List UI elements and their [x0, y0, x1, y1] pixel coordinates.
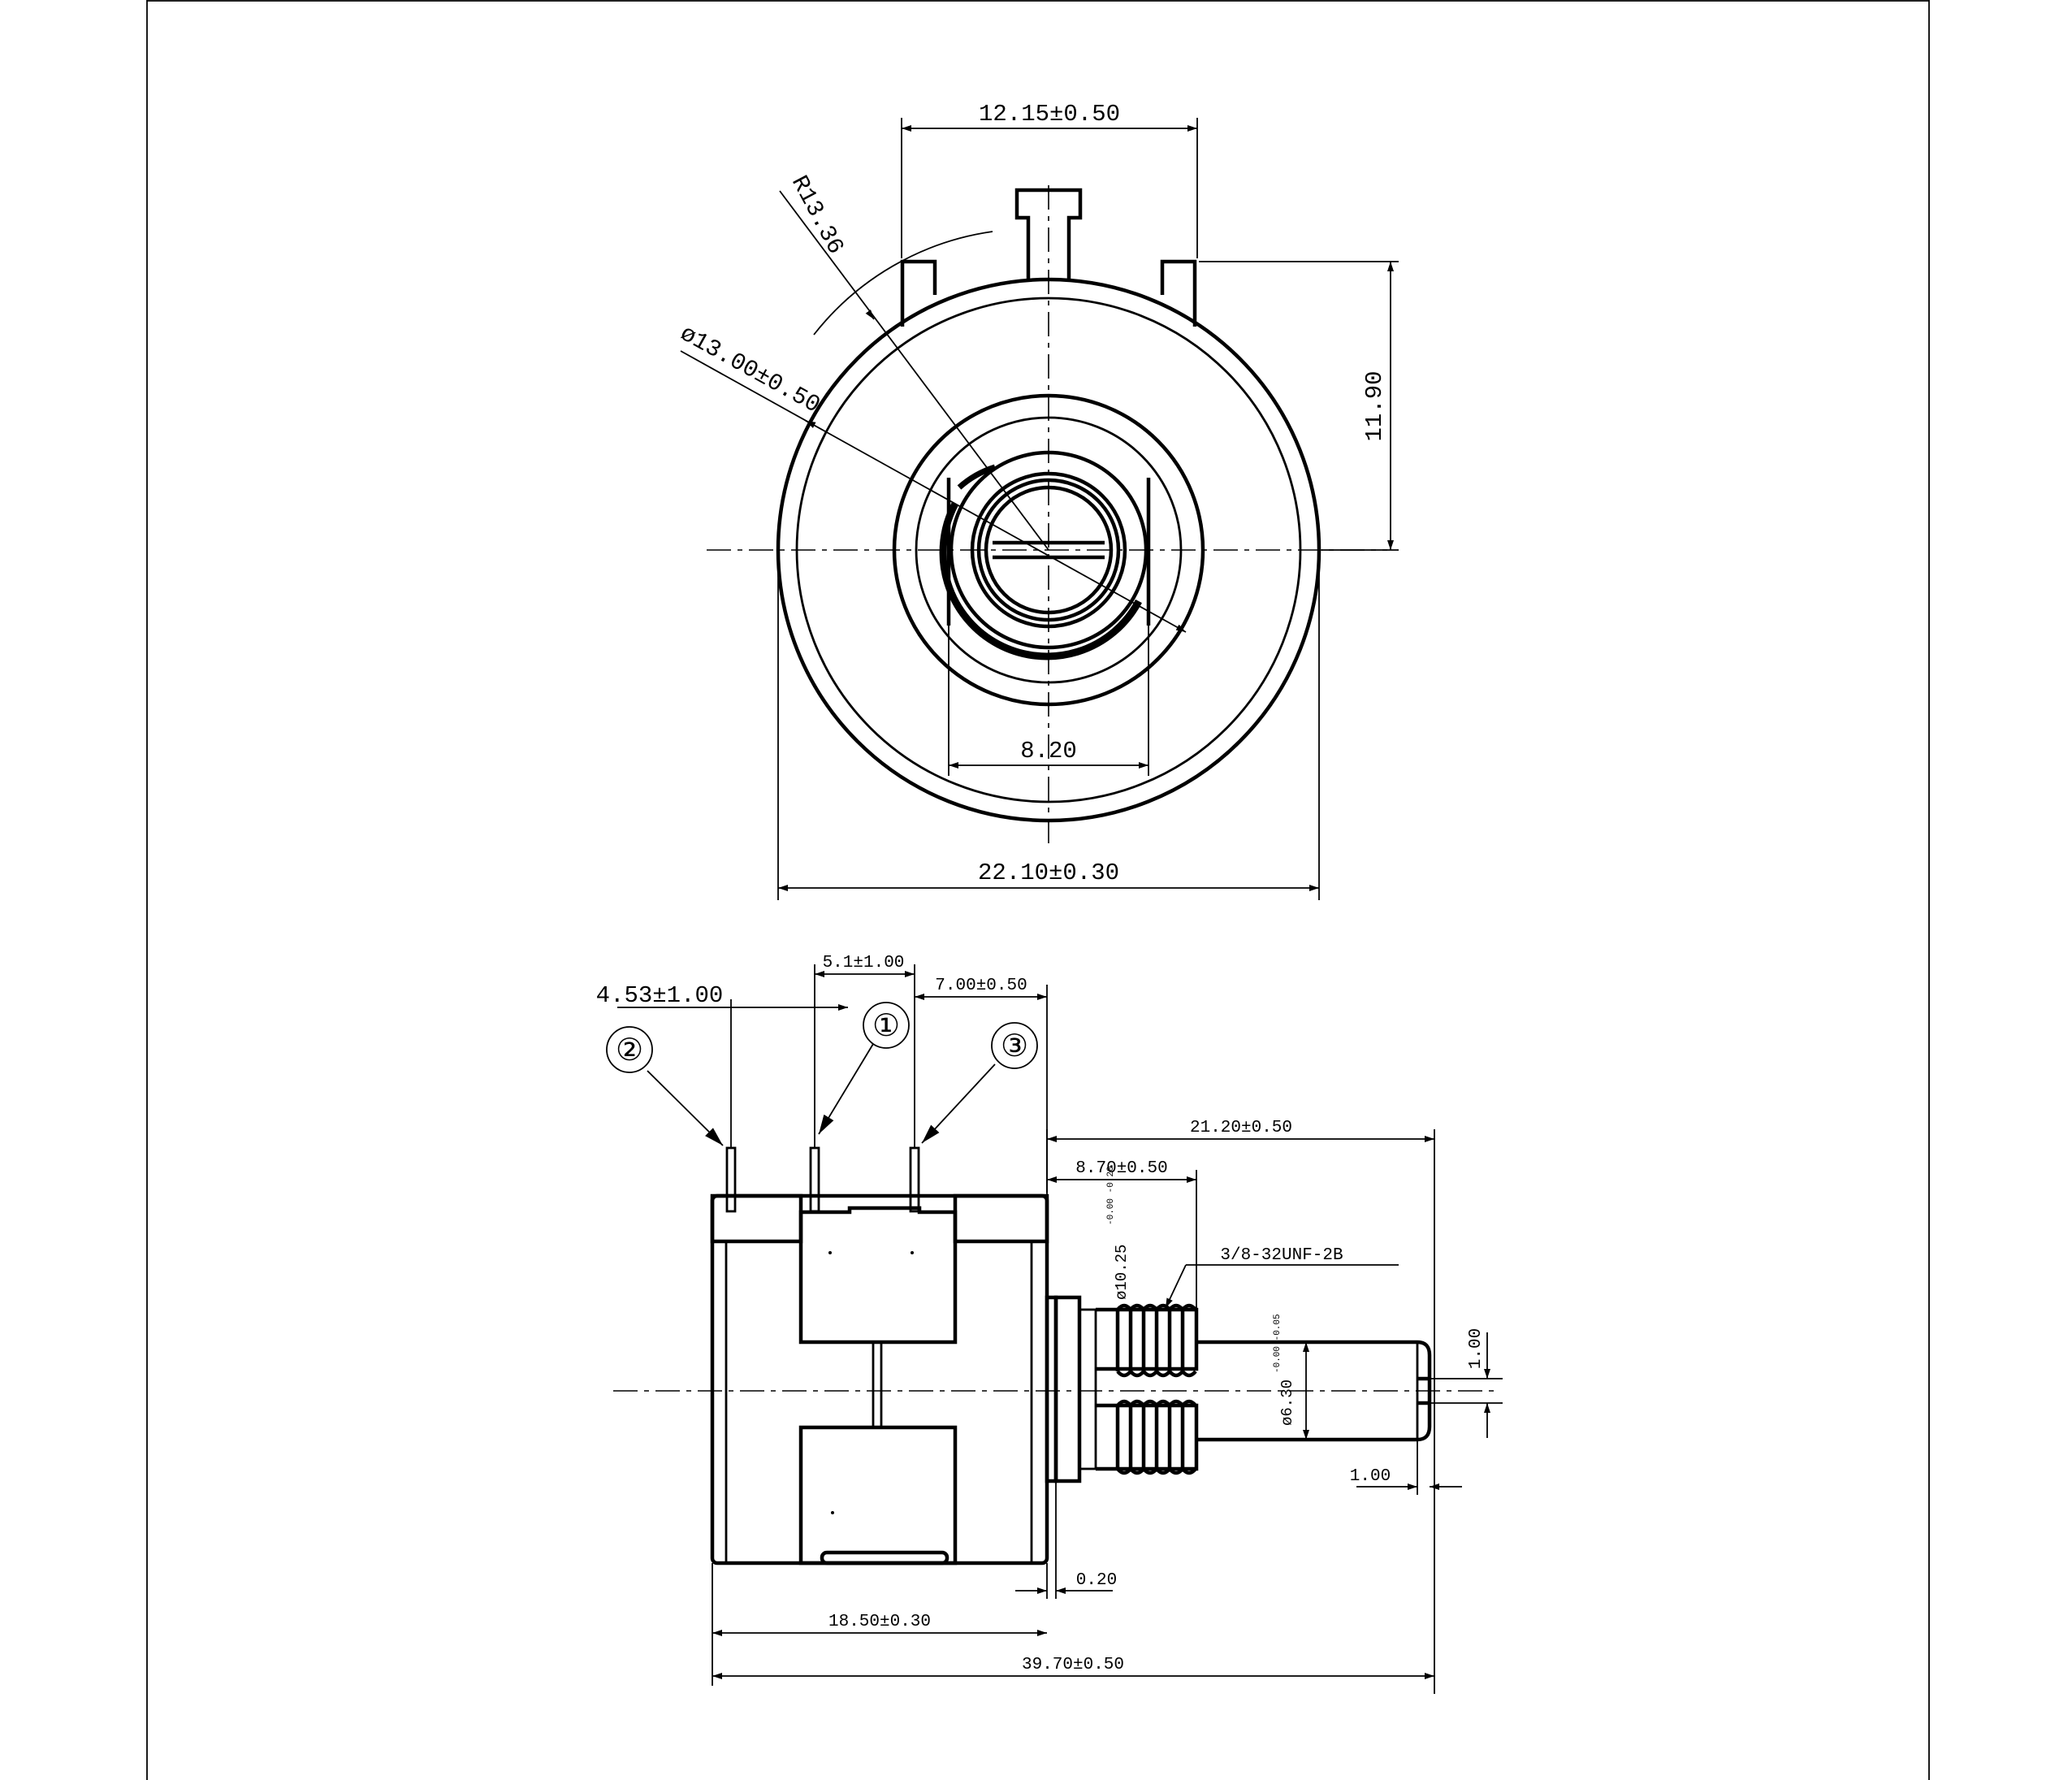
dim-slot-depth: 1.00: [1350, 1440, 1462, 1495]
terminal-callout-1: ①: [818, 1002, 910, 1135]
front-view: 12.15±0.50 11.90 R13.36 ø13.00±0.50: [676, 101, 1399, 900]
dim-body-length-label: 18.50±0.30: [828, 1613, 931, 1631]
thread-spec-callout: 3/8-32UNF-2B: [1165, 1246, 1399, 1309]
dim-bushing-width: 8.20: [948, 626, 1149, 776]
front-view-centerlines: [707, 185, 1387, 849]
side-view: ② ① ③ 4.53±1.00 5.1±1.00: [596, 954, 1503, 1694]
dim-diameter-label: ø13.00±0.50: [676, 320, 824, 419]
dim-radius-label: R13.36: [785, 171, 849, 259]
dim-shaft-total: 21.20±0.50: [1046, 1119, 1435, 1694]
dim-thread-length: 8.70±0.50: [1047, 1159, 1197, 1308]
dim-shaft-diameter-tol: -0.00 -0.05: [1273, 1314, 1283, 1373]
dim-thread-diameter-tol: -0.00 -0.20: [1106, 1166, 1116, 1225]
dim-top-width-label: 12.15±0.50: [979, 101, 1120, 128]
dim-gap-label: 0.20: [1076, 1571, 1117, 1590]
bushing-and-shaft: [1045, 1295, 1432, 1483]
terminal-callout-3: ③: [921, 1022, 1038, 1144]
dim-pin-spacing-label: 5.1±1.00: [823, 954, 905, 972]
dim-shaft-diameter-label: ø6.30: [1278, 1379, 1296, 1426]
dim-height: 11.90: [1199, 261, 1399, 551]
dim-shaft-diameter: ø6.30 -0.00 -0.05: [1273, 1314, 1309, 1440]
dim-height-label: 11.90: [1361, 370, 1388, 441]
dim-overall-length-label: 39.70±0.50: [1022, 1656, 1124, 1674]
dim-body-length: 18.50±0.30: [712, 1563, 1047, 1686]
dim-bushing-width-label: 8.20: [1020, 738, 1077, 764]
dim-pin-offset-left: 4.53±1.00: [596, 982, 848, 1148]
terminal-label-2: ②: [616, 1035, 643, 1070]
dim-thread-length-label: 8.70±0.50: [1075, 1159, 1167, 1178]
dim-body-diameter-label: 22.10±0.30: [978, 860, 1119, 886]
terminal-callout-2: ②: [606, 1026, 724, 1146]
thread-spec-label: 3/8-32UNF-2B: [1220, 1246, 1343, 1265]
dim-slot-width-label: 1.00: [1467, 1328, 1486, 1369]
dim-top-width: 12.15±0.50: [901, 101, 1198, 258]
dim-thread-diameter-label: ø10.25: [1113, 1245, 1131, 1300]
sheet-border: [146, 0, 1930, 1780]
dim-thread-diameter: ø10.25 -0.00 -0.20: [1106, 1166, 1131, 1300]
side-view-body: [710, 1193, 1049, 1566]
dim-gap: 0.20: [1015, 1481, 1117, 1599]
dim-pin-spacing: 5.1±1.00: [814, 954, 915, 1148]
dim-slot-depth-label: 1.00: [1350, 1467, 1391, 1486]
dim-slot-width: 1.00: [1430, 1328, 1503, 1438]
terminal-label-1: ①: [872, 1011, 900, 1046]
terminal-label-3: ③: [1001, 1031, 1028, 1066]
dim-pin-offset-right-label: 7.00±0.50: [935, 977, 1027, 995]
dim-body-diameter: 22.10±0.30: [777, 550, 1320, 900]
dim-shaft-total-label: 21.20±0.50: [1190, 1119, 1292, 1137]
dim-pin-offset-right: 7.00±0.50: [915, 977, 1048, 1193]
dim-overall-length: 39.70±0.50: [712, 1656, 1434, 1679]
dim-pin-offset-left-label: 4.53±1.00: [596, 982, 724, 1009]
terminal-pins: [725, 1146, 920, 1213]
